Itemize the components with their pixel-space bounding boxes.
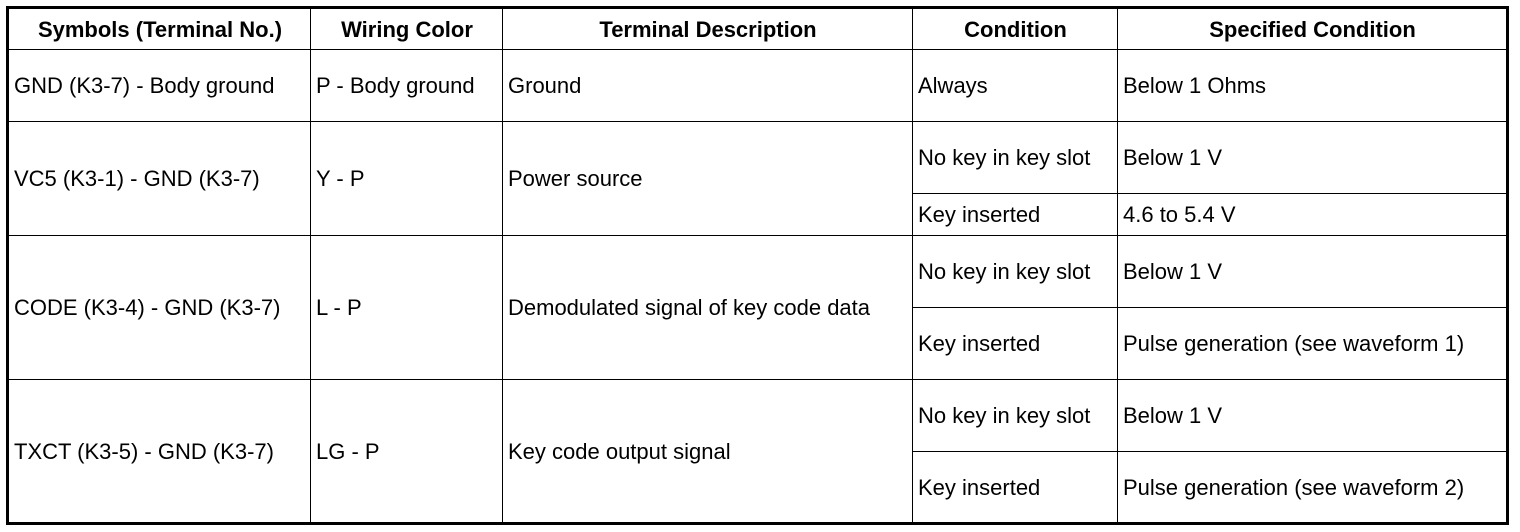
condition-cell: No key in key slot bbox=[912, 379, 1118, 452]
condition-cell: Key inserted bbox=[912, 307, 1118, 380]
symbol-cell: CODE (K3-4) - GND (K3-7) bbox=[7, 235, 311, 380]
header-row: Symbols (Terminal No.) Wiring Color Term… bbox=[7, 7, 1508, 50]
specified-cell: Below 1 V bbox=[1117, 379, 1508, 452]
wiring-cell: P - Body ground bbox=[310, 49, 503, 122]
specified-cell: 4.6 to 5.4 V bbox=[1117, 193, 1508, 236]
table-row: TXCT (K3-5) - GND (K3-7) LG - P Key code… bbox=[7, 379, 1508, 524]
specified-cell: Below 1 V bbox=[1117, 235, 1508, 308]
header-condition: Condition bbox=[912, 7, 1118, 50]
wiring-cell: L - P bbox=[310, 235, 503, 380]
wiring-cell: LG - P bbox=[310, 379, 503, 524]
header-wiring-color: Wiring Color bbox=[310, 7, 503, 50]
condition-cell: Key inserted bbox=[912, 193, 1118, 236]
symbol-cell: TXCT (K3-5) - GND (K3-7) bbox=[7, 379, 311, 524]
table-row: Key inserted Pulse generation (see wavef… bbox=[8, 451, 1508, 524]
symbol-cell: VC5 (K3-1) - GND (K3-7) bbox=[7, 121, 311, 236]
table-row: GND (K3-7) - Body ground P - Body ground… bbox=[7, 49, 1508, 122]
header-terminal-description: Terminal Description bbox=[502, 7, 913, 50]
description-cell: Ground bbox=[502, 49, 913, 122]
description-cell: Key code output signal bbox=[502, 379, 913, 524]
wiring-cell: Y - P bbox=[310, 121, 503, 236]
symbol-cell: GND (K3-7) - Body ground bbox=[7, 49, 311, 122]
description-cell: Demodulated signal of key code data bbox=[502, 235, 913, 380]
specified-cell: Below 1 V bbox=[1117, 121, 1508, 194]
condition-cell: Key inserted bbox=[912, 451, 1118, 524]
condition-cell: No key in key slot bbox=[912, 121, 1118, 194]
header-specified-condition: Specified Condition bbox=[1117, 7, 1508, 50]
specified-cell: Pulse generation (see waveform 1) bbox=[1117, 307, 1508, 380]
table-row: Key inserted 4.6 to 5.4 V bbox=[8, 193, 1508, 236]
table-row: CODE (K3-4) - GND (K3-7) L - P Demodulat… bbox=[7, 235, 1508, 380]
header-symbols: Symbols (Terminal No.) bbox=[7, 7, 311, 50]
specified-cell: Below 1 Ohms bbox=[1117, 49, 1508, 122]
condition-cell: No key in key slot bbox=[912, 235, 1118, 308]
description-cell: Power source bbox=[502, 121, 913, 236]
table-row: VC5 (K3-1) - GND (K3-7) Y - P Power sour… bbox=[7, 121, 1508, 236]
terminal-spec-table: Symbols (Terminal No.) Wiring Color Term… bbox=[6, 6, 1509, 525]
condition-cell: Always bbox=[912, 49, 1118, 122]
specified-cell: Pulse generation (see waveform 2) bbox=[1117, 451, 1508, 524]
